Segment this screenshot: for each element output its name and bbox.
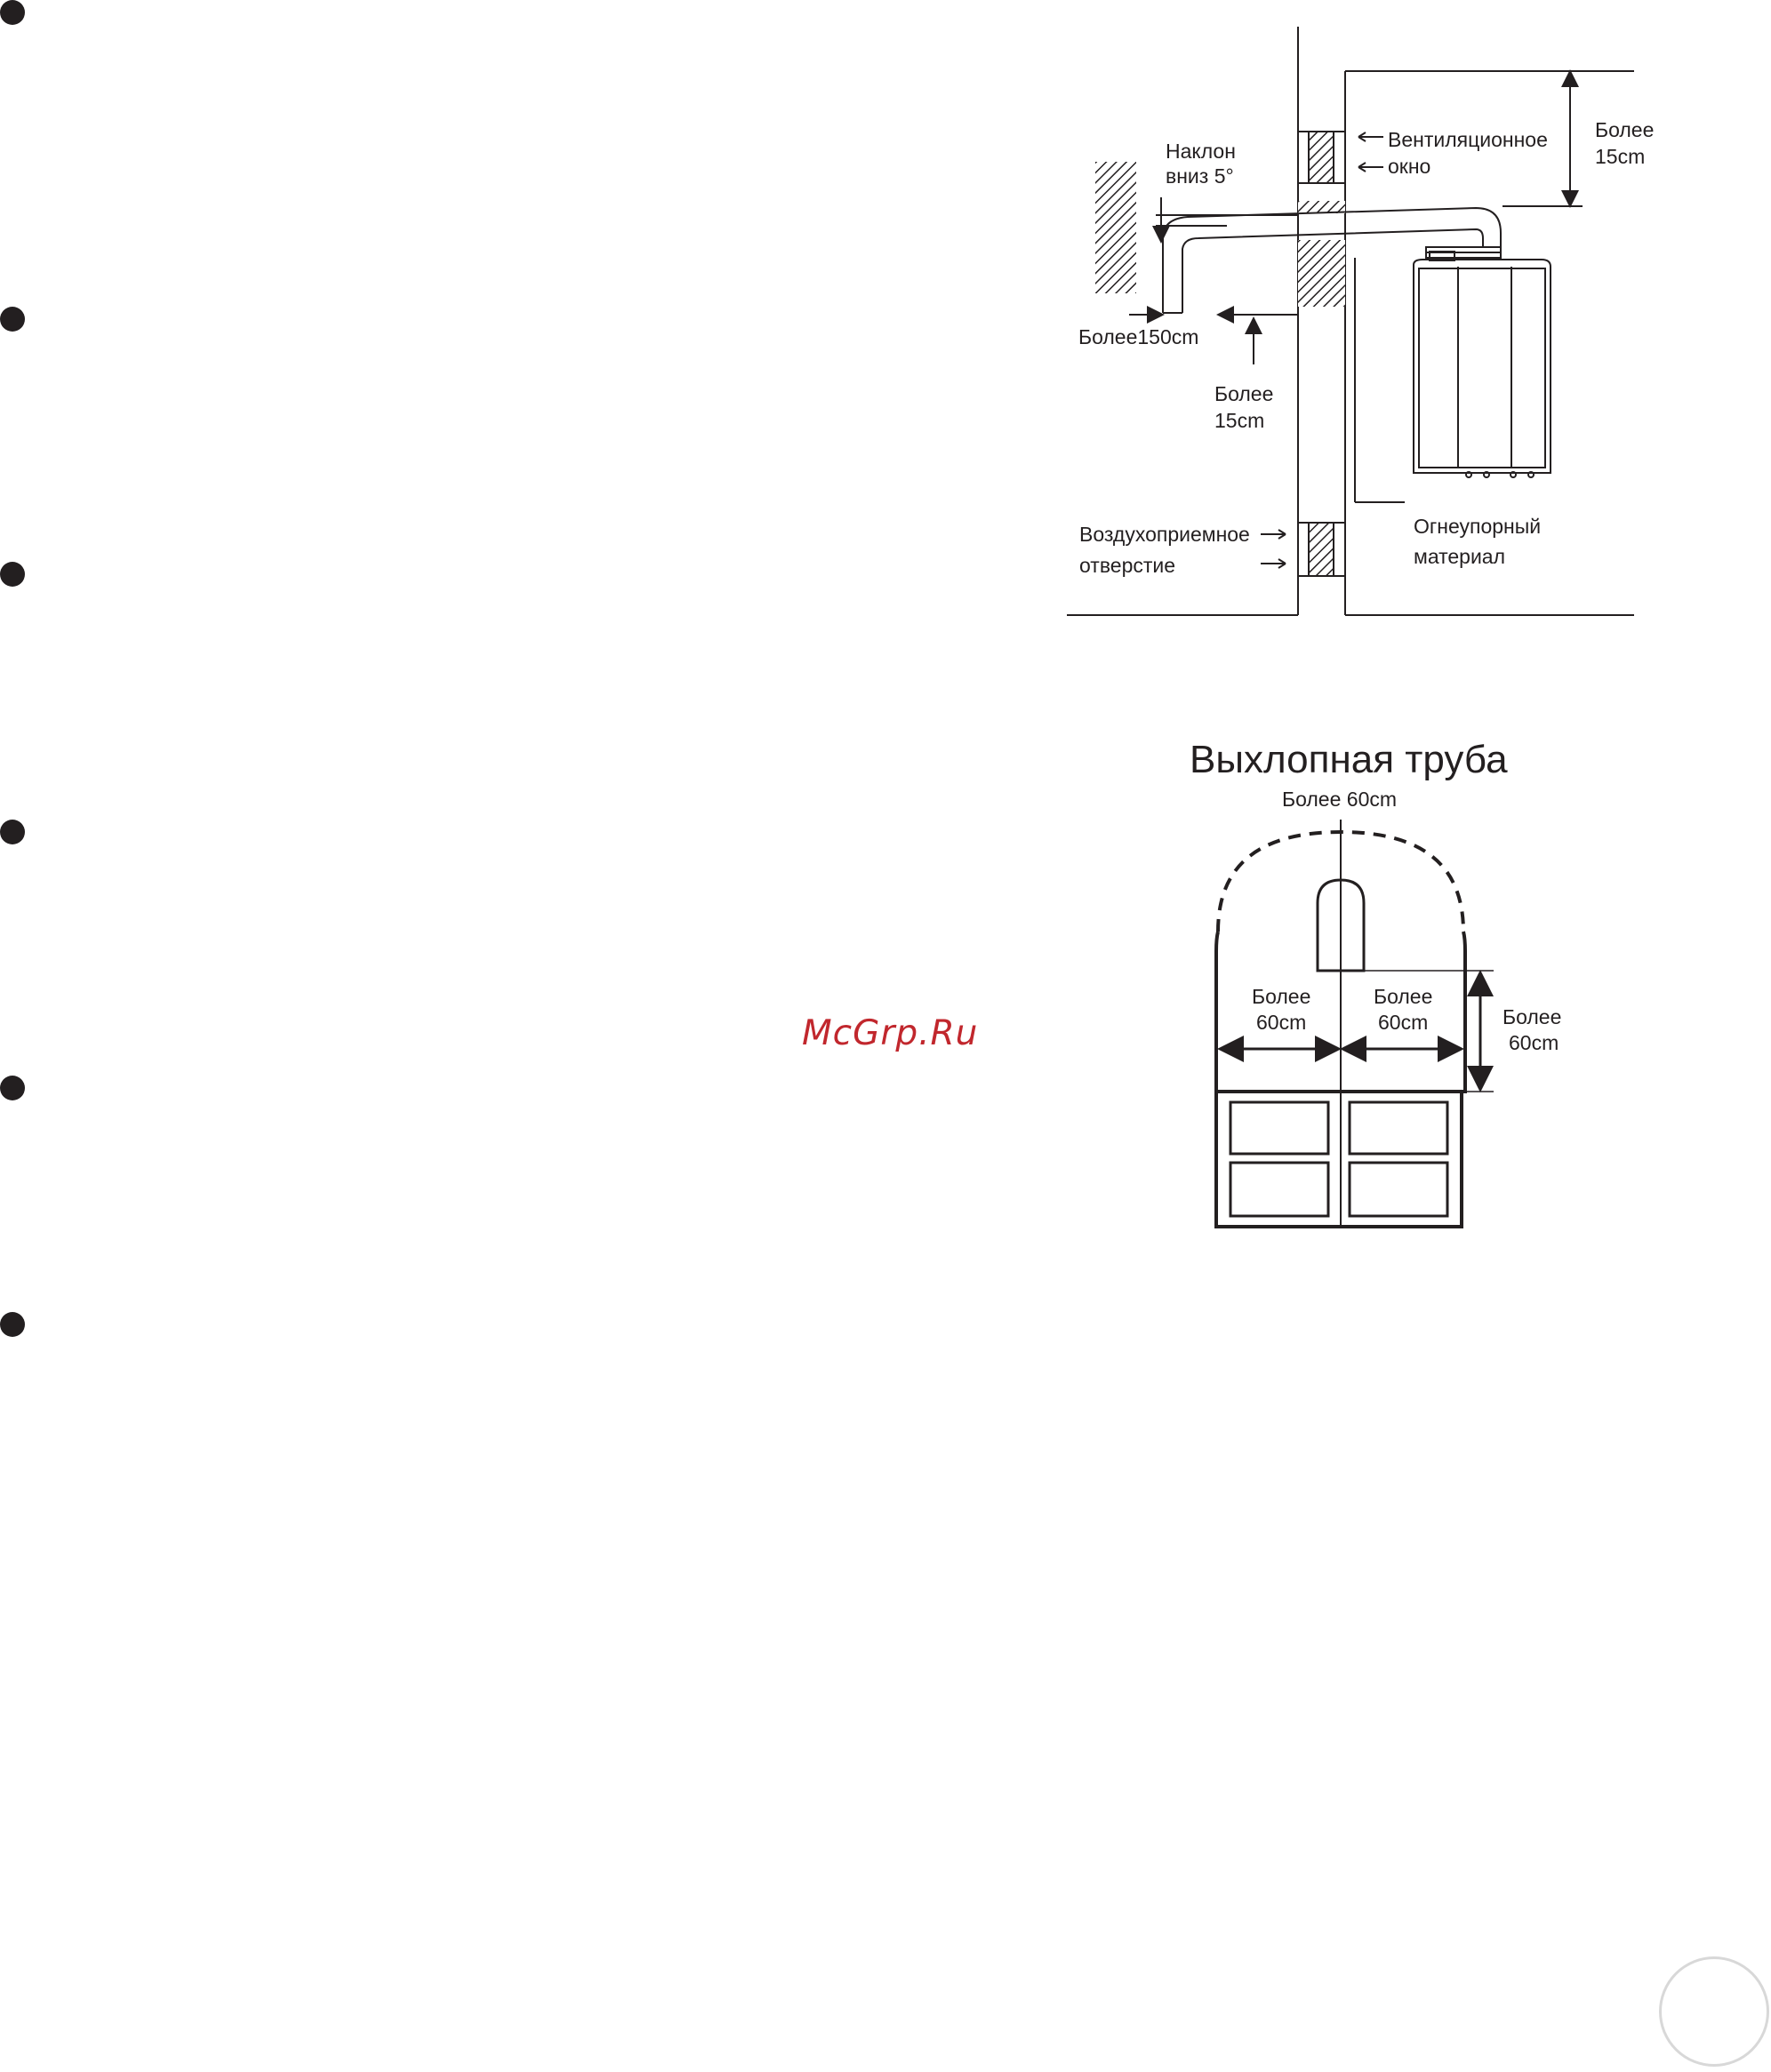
fireproof-label-line2: материал: [1414, 545, 1505, 568]
top-distance-label: Более 60cm: [1282, 788, 1397, 811]
side-distance-label-line2: 60cm: [1509, 1031, 1559, 1054]
air-intake-label-line2: отверстие: [1079, 554, 1175, 577]
air-intake-label-line1: Воздухоприемное: [1079, 523, 1250, 546]
vent-label-line2: окно: [1388, 155, 1430, 178]
pipe-clearance-label-line1: Более: [1214, 382, 1273, 405]
left-distance-label-line2: 60cm: [1256, 1011, 1306, 1034]
air-intake-block: [1309, 523, 1334, 576]
slope-label-line2: вниз 5°: [1166, 164, 1234, 188]
top-clearance-label-line1: Более: [1595, 118, 1654, 141]
side-distance-label-line1: Более: [1503, 1005, 1561, 1028]
left-distance-label-line1: Более: [1252, 985, 1310, 1008]
window: [1216, 1092, 1462, 1227]
horizontal-clearance-label: Более150cm: [1078, 325, 1198, 348]
boiler-body: [1414, 260, 1551, 473]
vent-window-block: [1309, 132, 1334, 183]
slope-label-line1: Наклон: [1166, 140, 1236, 163]
wall-sleeve-block: [1298, 240, 1345, 307]
top-clearance-label-line2: 15cm: [1595, 145, 1645, 168]
right-distance-label-line2: 60cm: [1378, 1011, 1428, 1034]
vent-label-line1: Вентиляционное: [1388, 128, 1548, 151]
page-number-circle: [1659, 1956, 1769, 2067]
exhaust-diagram-title: Выхлопная труба: [1190, 738, 1508, 781]
right-distance-label-line1: Более: [1374, 985, 1432, 1008]
pipe-clearance-label-line2: 15cm: [1214, 409, 1264, 432]
external-obstacle: [1095, 162, 1136, 293]
fireproof-label-line1: Огнеупорный: [1414, 515, 1541, 538]
